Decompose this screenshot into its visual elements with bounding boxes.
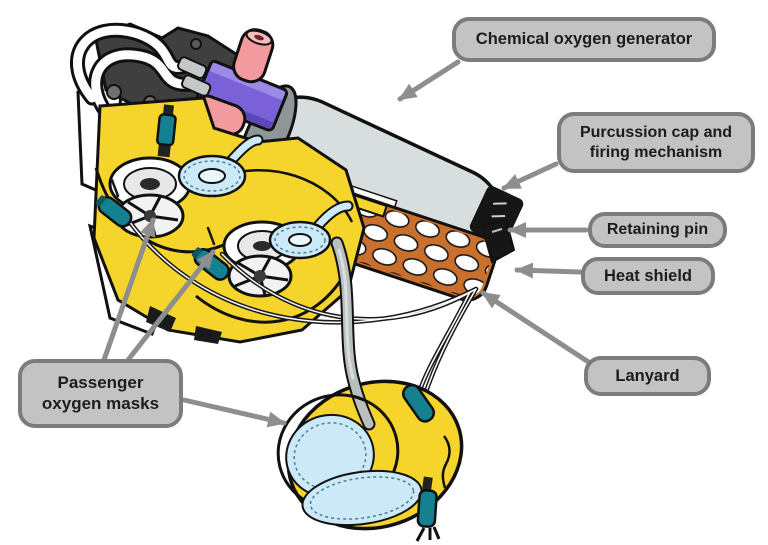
- label-heat-shield: Heat shield: [581, 257, 715, 295]
- arrow-heat-shield: [514, 262, 583, 279]
- retaining-pin-shape: [480, 218, 516, 264]
- arrow-chemical-oxygen-generator: [397, 59, 461, 102]
- folded-bag-2: [268, 200, 354, 260]
- arrow-mask-1: [101, 217, 156, 363]
- arrow-mask-2: [125, 249, 216, 363]
- arrow-percussion-cap: [501, 161, 559, 191]
- arrow-lanyard: [480, 290, 593, 366]
- mask-supply-tube: [330, 236, 376, 431]
- lanyard-pin-bottom: [415, 476, 441, 542]
- deployed-oxygen-mask: [276, 236, 464, 531]
- label-lanyard: Lanyard: [584, 356, 711, 396]
- folded-bag-1: [177, 134, 264, 198]
- label-passenger-oxygen-masks: Passenger oxygen masks: [18, 359, 183, 428]
- hose-fittings: [176, 56, 212, 97]
- label-percussion-cap-and-firing-mechanism: Purcussion cap and firing mechanism: [557, 112, 755, 173]
- supply-hoses: [70, 22, 200, 120]
- label-chemical-oxygen-generator: Chemical oxygen generator: [452, 17, 716, 62]
- arrow-mask-3: [181, 397, 287, 428]
- percussion-cap-upper: [232, 28, 275, 84]
- label-retaining-pin: Retaining pin: [588, 212, 727, 248]
- leader-arrows: [101, 59, 593, 428]
